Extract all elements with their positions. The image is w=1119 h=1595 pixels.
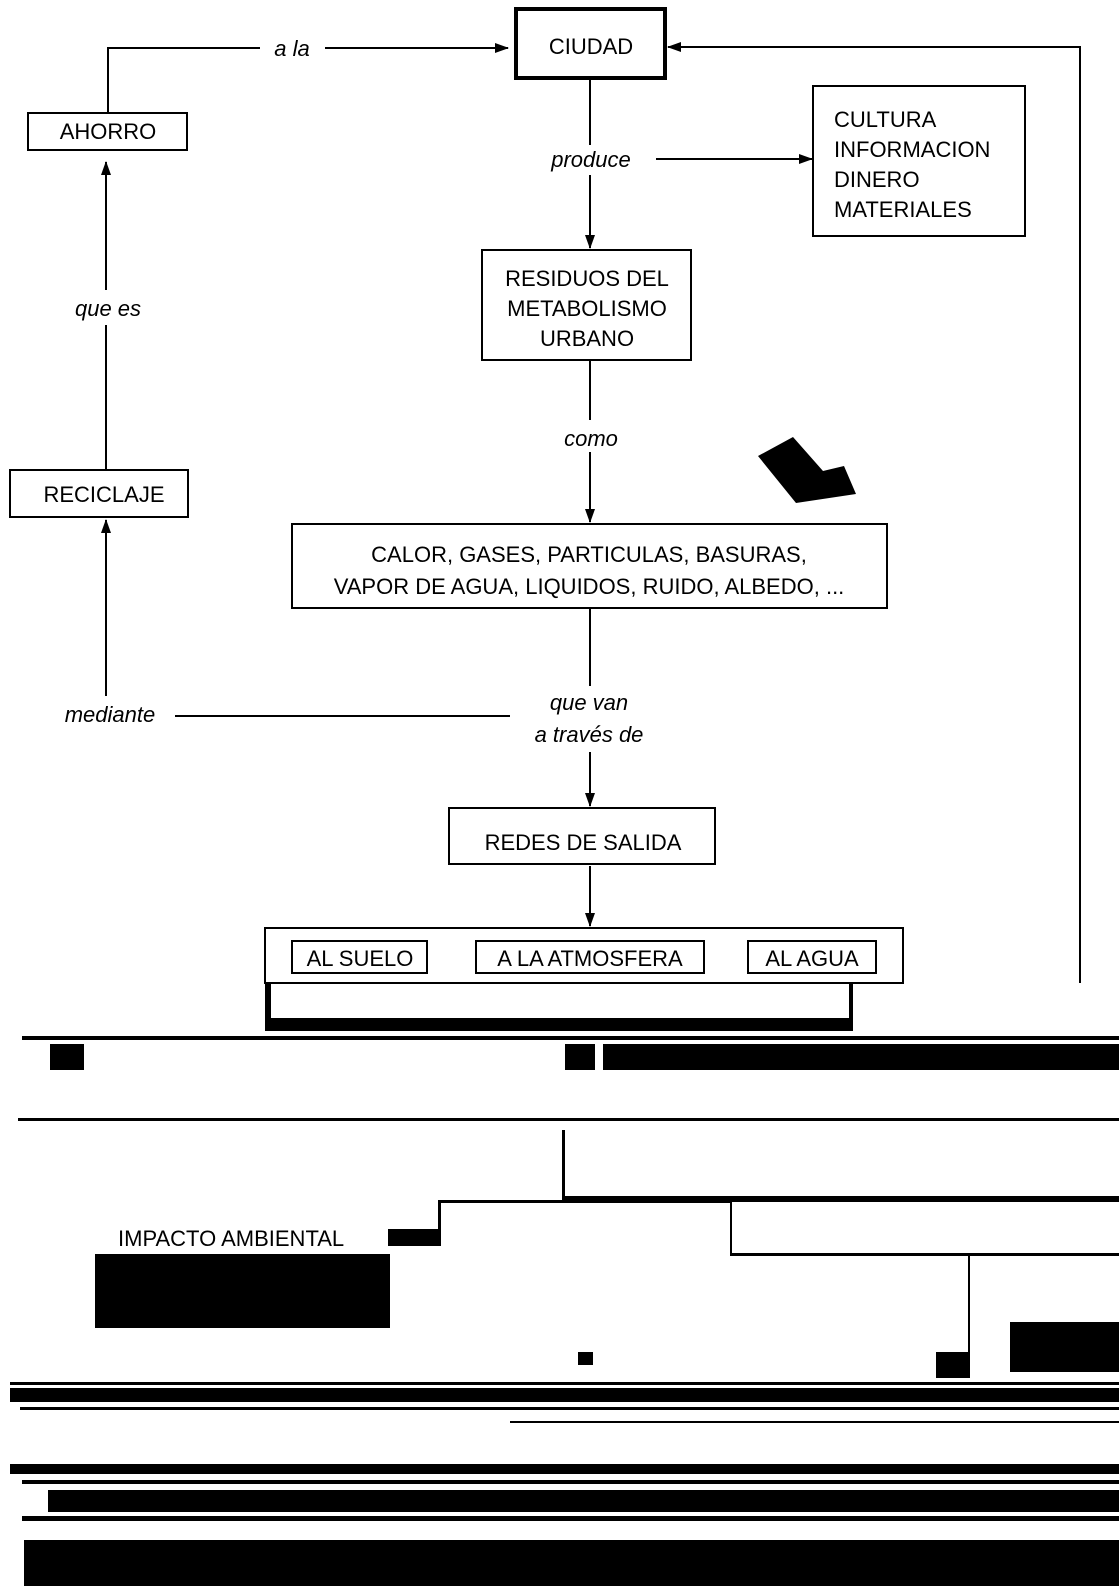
- node-redes-label: REDES DE SALIDA: [485, 830, 682, 855]
- node-residuos-box[interactable]: [481, 249, 692, 361]
- artifact-bar-16: [95, 1254, 390, 1328]
- node-al-agua-label: AL AGUA: [765, 946, 859, 971]
- artifact-bar-13: [388, 1229, 440, 1246]
- artifact-bar-23: [20, 1407, 1119, 1410]
- node-cultura-line-3: DINERO: [834, 167, 920, 192]
- node-labels: CIUDAD AHORRO CULTURA INFORMACION DINERO…: [43, 34, 990, 971]
- artifact-bar-19: [936, 1352, 970, 1378]
- node-cultura-line-4: MATERIALES: [834, 197, 972, 222]
- artifact-bar-20: [578, 1352, 593, 1365]
- node-residuos-line-2: METABOLISMO: [507, 296, 667, 321]
- impacto-label-bg: [95, 1222, 388, 1254]
- artifact-bar-3: [265, 1018, 853, 1031]
- artifact-bar-21: [10, 1382, 1119, 1385]
- node-emisiones-line-1: CALOR, GASES, PARTICULAS, BASURAS,: [371, 542, 807, 567]
- artifact-bar-4: [22, 1036, 1119, 1040]
- node-cultura-line-1: CULTURA: [834, 107, 937, 132]
- node-a-la-atmosfera-box[interactable]: [475, 940, 705, 974]
- relation-mediante: mediante: [65, 702, 156, 727]
- connector-right-loop[interactable]: [667, 42, 1081, 983]
- artifact-bar-29: [24, 1540, 1119, 1586]
- decorative-arrow-shape: [758, 437, 856, 503]
- scan-artifacts: [10, 983, 1119, 1586]
- artifact-bar-8: [18, 1118, 1119, 1121]
- connectors: [101, 42, 1081, 983]
- artifact-bar-12: [438, 1200, 441, 1246]
- node-cultura-box[interactable]: [812, 85, 1026, 237]
- relation-que-es: que es: [75, 296, 141, 321]
- node-reciclaje-label: RECICLAJE: [43, 482, 164, 507]
- artifact-bar-1: [265, 983, 271, 1021]
- node-cultura-line-2: INFORMACION: [834, 137, 990, 162]
- artifact-bar-2: [849, 983, 853, 1021]
- artifact-bar-27: [48, 1490, 1119, 1512]
- node-redes-box[interactable]: [448, 807, 716, 865]
- artifact-bar-24: [510, 1421, 1119, 1423]
- artifact-bar-5: [50, 1044, 84, 1070]
- relation-que-van-line-1: que van: [550, 690, 628, 715]
- artifact-bar-26: [22, 1480, 1119, 1484]
- artifact-bar-7: [603, 1044, 1119, 1070]
- nodes: [9, 7, 1026, 984]
- relation-labels: a la produce que es como mediante que va…: [65, 36, 644, 747]
- relation-como: como: [564, 426, 618, 451]
- artifact-bar-18: [1010, 1322, 1119, 1372]
- artifact-bar-6: [565, 1044, 595, 1070]
- artifact-bar-15: [730, 1253, 1119, 1256]
- artifact-bar-14: [730, 1200, 732, 1256]
- node-emisiones-line-2: VAPOR DE AGUA, LIQUIDOS, RUIDO, ALBEDO, …: [334, 574, 845, 599]
- node-ciudad-label: CIUDAD: [549, 34, 633, 59]
- impacto-label[interactable]: IMPACTO AMBIENTAL: [118, 1226, 344, 1251]
- node-ciudad-box[interactable]: [514, 7, 667, 80]
- node-ahorro-box[interactable]: [27, 112, 188, 151]
- node-ahorro-label: AHORRO: [60, 119, 157, 144]
- node-al-agua-box[interactable]: [747, 940, 877, 974]
- relation-a-la: a la: [274, 36, 309, 61]
- relation-produce: produce: [550, 147, 631, 172]
- artifact-bar-25: [10, 1464, 1119, 1474]
- node-residuos-line-3: URBANO: [540, 326, 634, 351]
- node-reciclaje-box[interactable]: [9, 469, 189, 518]
- node-al-suelo-label: AL SUELO: [307, 946, 414, 971]
- node-al-suelo-box[interactable]: [291, 940, 428, 974]
- artifact-bar-11: [438, 1200, 730, 1203]
- artifact-bar-22: [10, 1388, 1119, 1402]
- artifact-bar-9: [562, 1130, 565, 1198]
- connector-ahorro-up: [107, 47, 260, 120]
- artifact-bar-17: [968, 1256, 970, 1352]
- node-a-la-atmosfera-label: A LA ATMOSFERA: [497, 946, 683, 971]
- artifact-bar-10: [562, 1196, 1119, 1202]
- artifact-bar-28: [22, 1516, 1119, 1521]
- node-emisiones-box[interactable]: [291, 523, 888, 609]
- node-residuos-line-1: RESIDUOS DEL: [505, 266, 669, 291]
- relation-que-van-line-2: a través de: [535, 722, 644, 747]
